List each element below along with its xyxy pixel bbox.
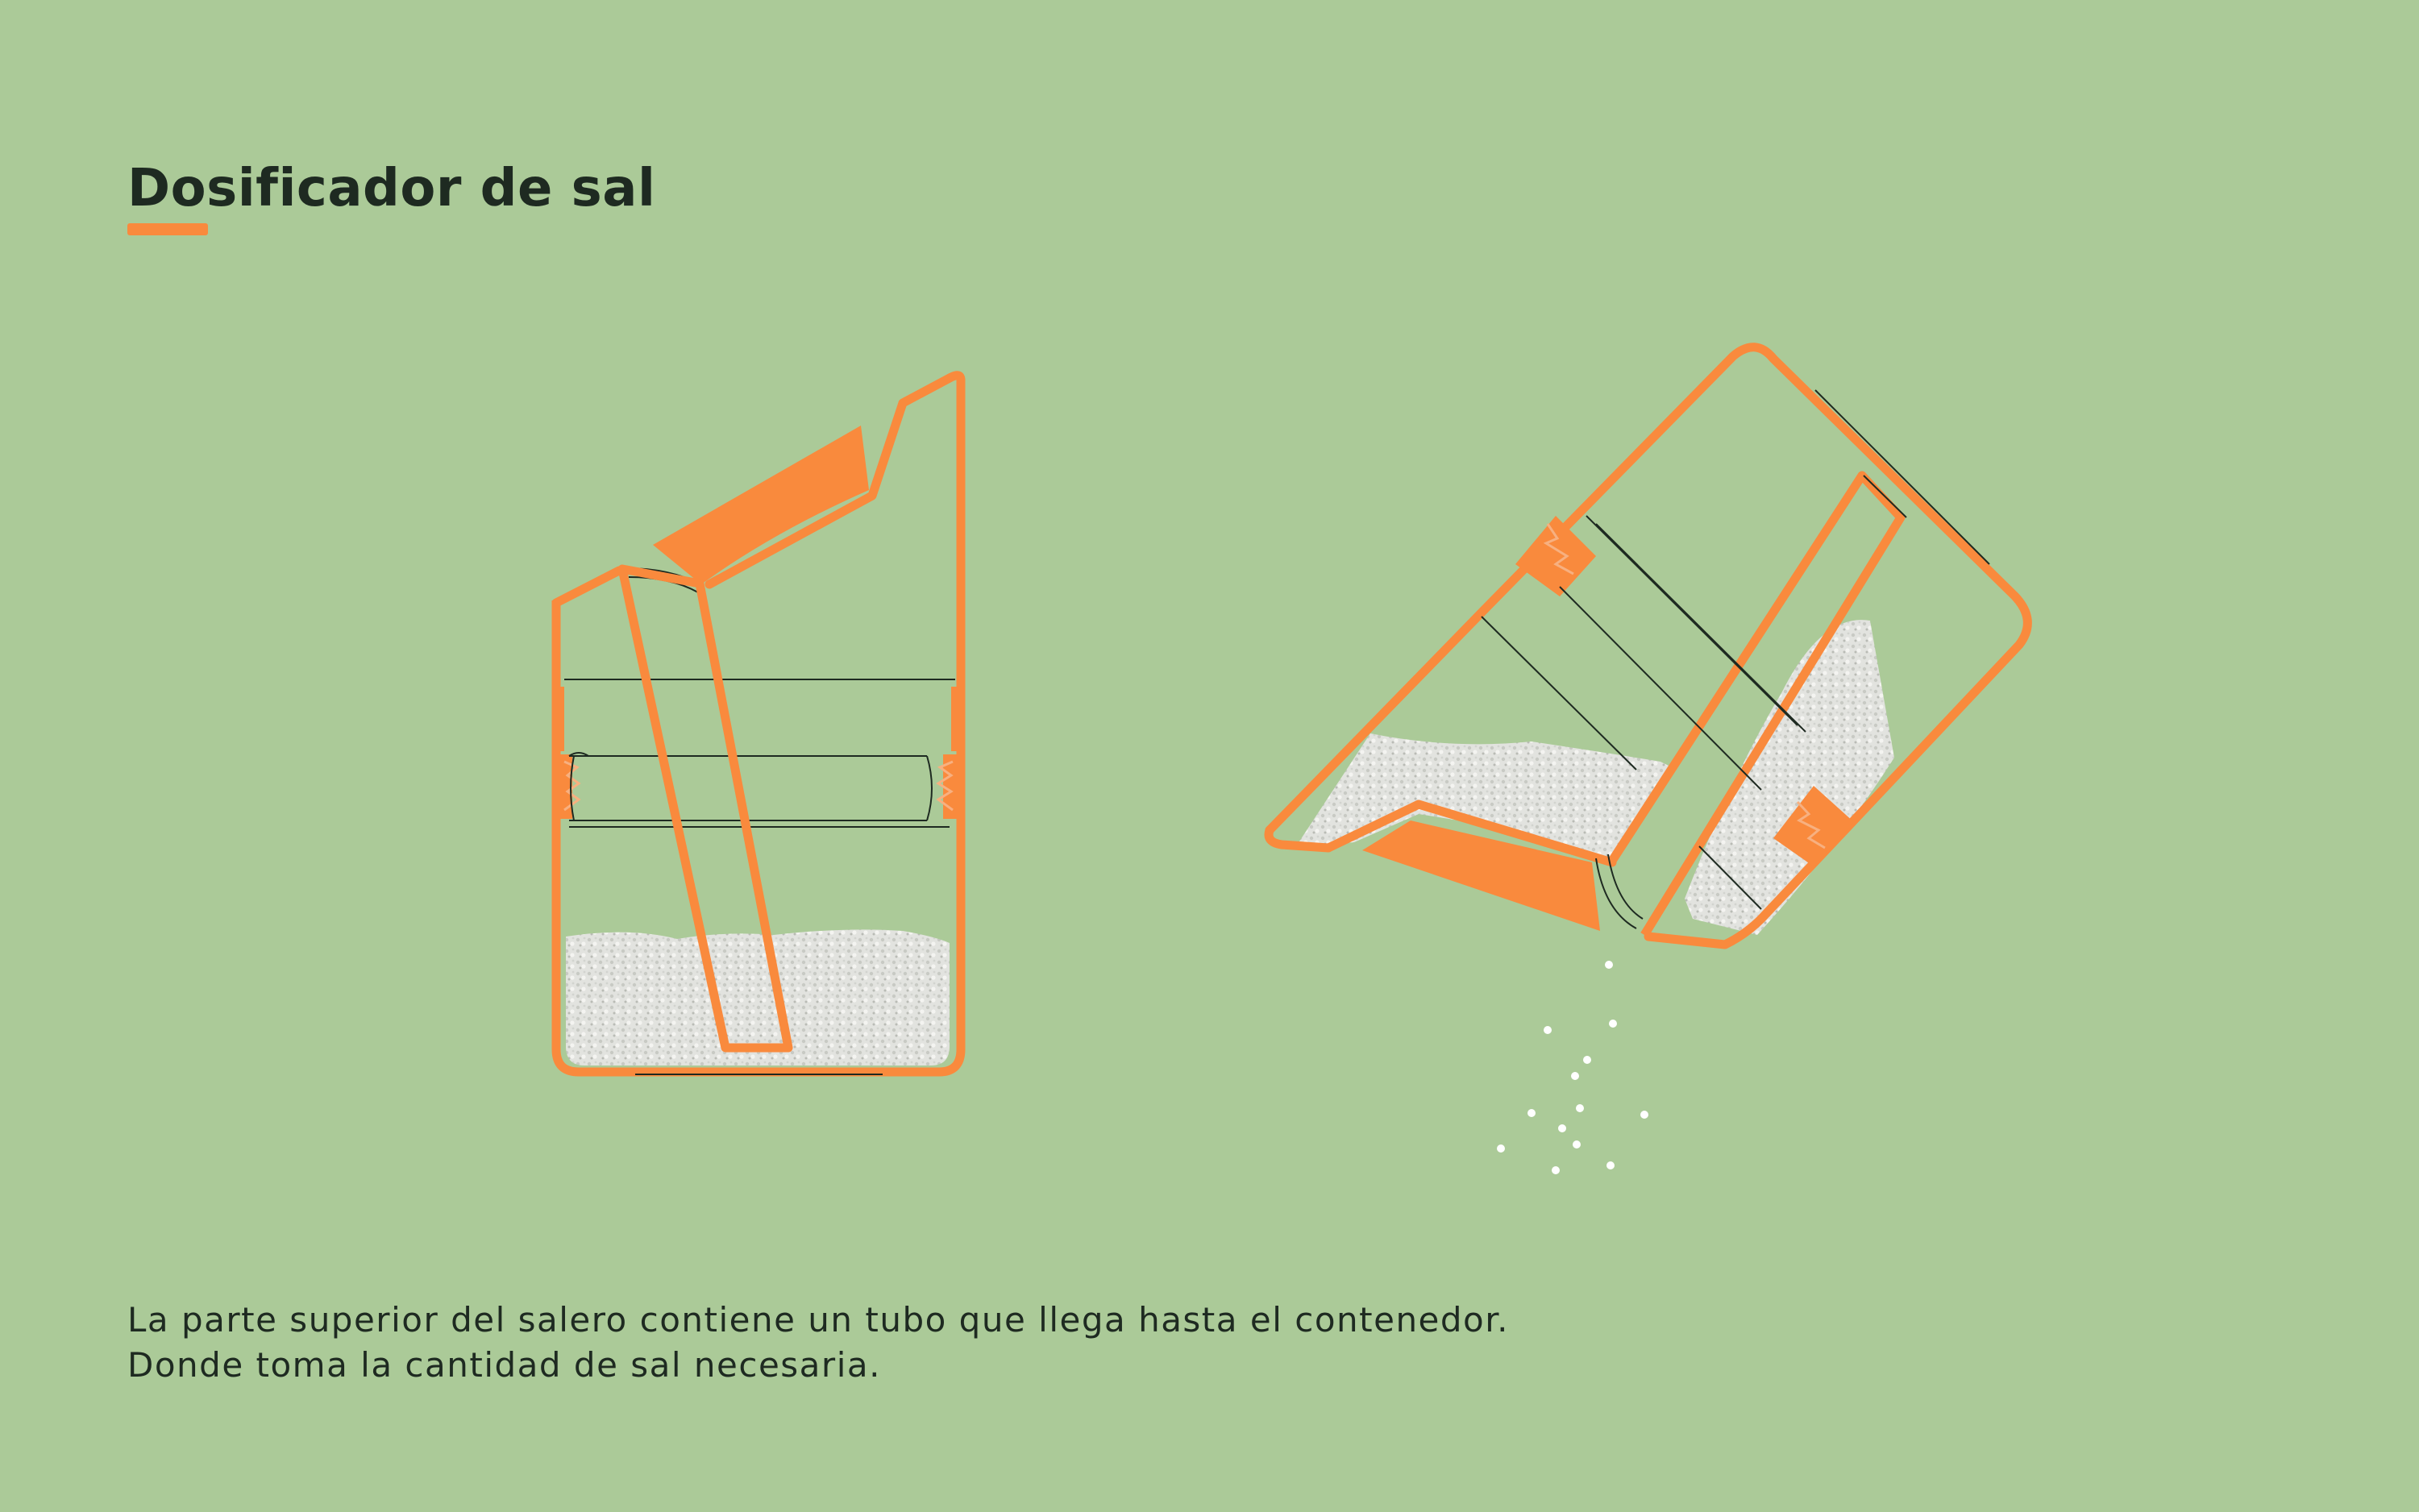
caption: La parte superior del salero contiene un… <box>127 1298 1509 1388</box>
tilted-body <box>1265 343 2032 949</box>
salt-pile-tilted <box>1296 733 1669 862</box>
caption-line-2: Donde toma la cantidad de sal necesaria. <box>127 1345 881 1385</box>
tilted-funnel <box>1362 820 1600 931</box>
falling-salt-grains <box>1497 961 1648 1174</box>
salt-pile-upright <box>566 929 950 1065</box>
page-title: Dosificador de sal <box>127 159 656 218</box>
tilted-dosing-tube <box>1608 471 1906 937</box>
tilted-shaker <box>1264 343 2032 949</box>
title-underline <box>127 223 208 235</box>
funnel-spout <box>653 426 869 584</box>
container-body <box>551 826 966 1077</box>
dosing-tube <box>617 564 793 1053</box>
upright-shaker <box>551 371 966 1077</box>
caption-line-1: La parte superior del salero contiene un… <box>127 1300 1510 1340</box>
